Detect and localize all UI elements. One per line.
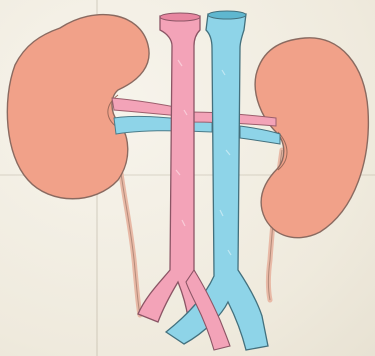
aorta-top-opening xyxy=(160,13,200,21)
vena-cava-top-opening xyxy=(208,11,246,19)
aorta xyxy=(138,16,210,322)
left-renal-artery xyxy=(112,98,180,116)
